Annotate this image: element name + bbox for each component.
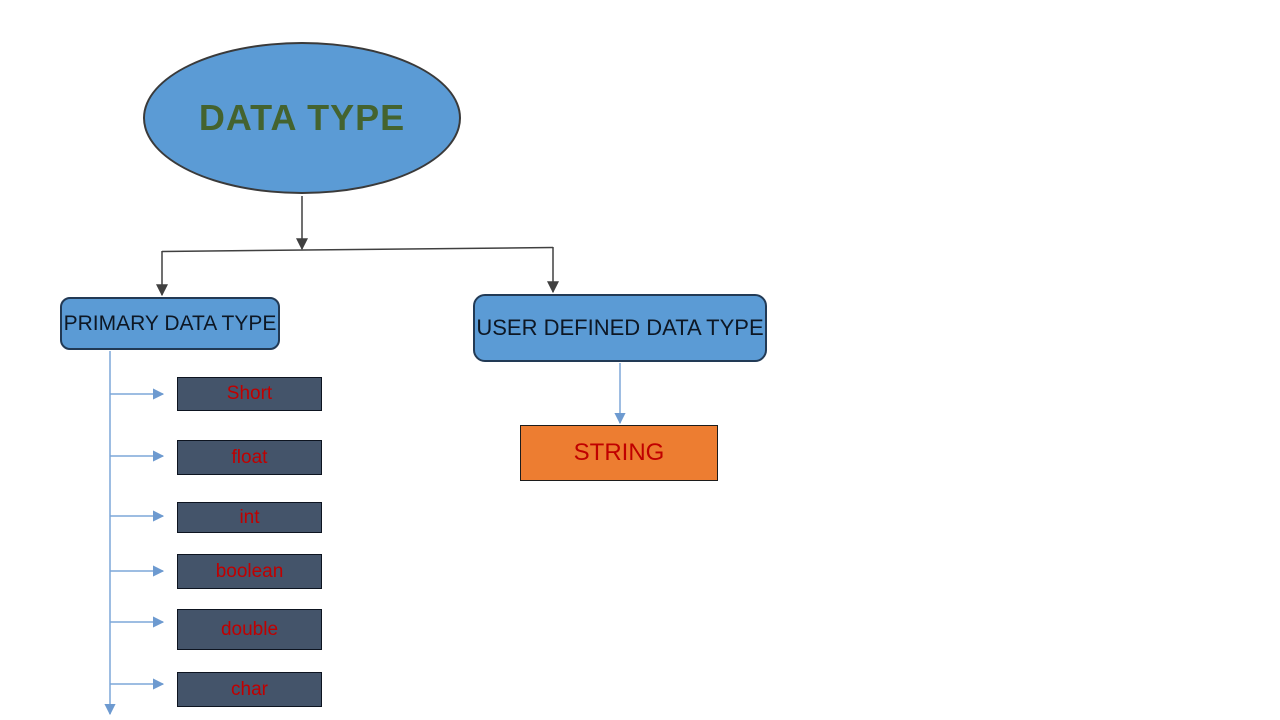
type-node-float[interactable]: float (177, 440, 322, 475)
type-node-boolean[interactable]: boolean (177, 554, 322, 589)
type-node-label: double (220, 618, 279, 640)
type-node-string[interactable]: STRING (520, 425, 718, 481)
type-node-label: STRING (573, 439, 665, 466)
primary-data-type-node[interactable]: PRIMARY DATA TYPE (60, 297, 280, 350)
type-node-label: int (239, 506, 260, 528)
root-node-label: DATA TYPE (198, 97, 406, 138)
type-node-label: boolean (215, 560, 284, 582)
type-node-short[interactable]: Short (177, 377, 322, 411)
user-defined-data-type-label: USER DEFINED DATA TYPE (476, 315, 764, 340)
type-node-int[interactable]: int (177, 502, 322, 533)
root-node-data-type[interactable]: DATA TYPE (143, 42, 461, 194)
type-node-label: float (231, 446, 268, 468)
type-node-label: char (231, 678, 268, 700)
connector-horizontal (161, 246, 554, 253)
type-node-double[interactable]: double (177, 609, 322, 650)
user-defined-data-type-node[interactable]: USER DEFINED DATA TYPE (473, 294, 767, 362)
type-node-label: Short (226, 383, 273, 404)
primary-data-type-label: PRIMARY DATA TYPE (63, 311, 277, 335)
type-node-char[interactable]: char (177, 672, 322, 707)
